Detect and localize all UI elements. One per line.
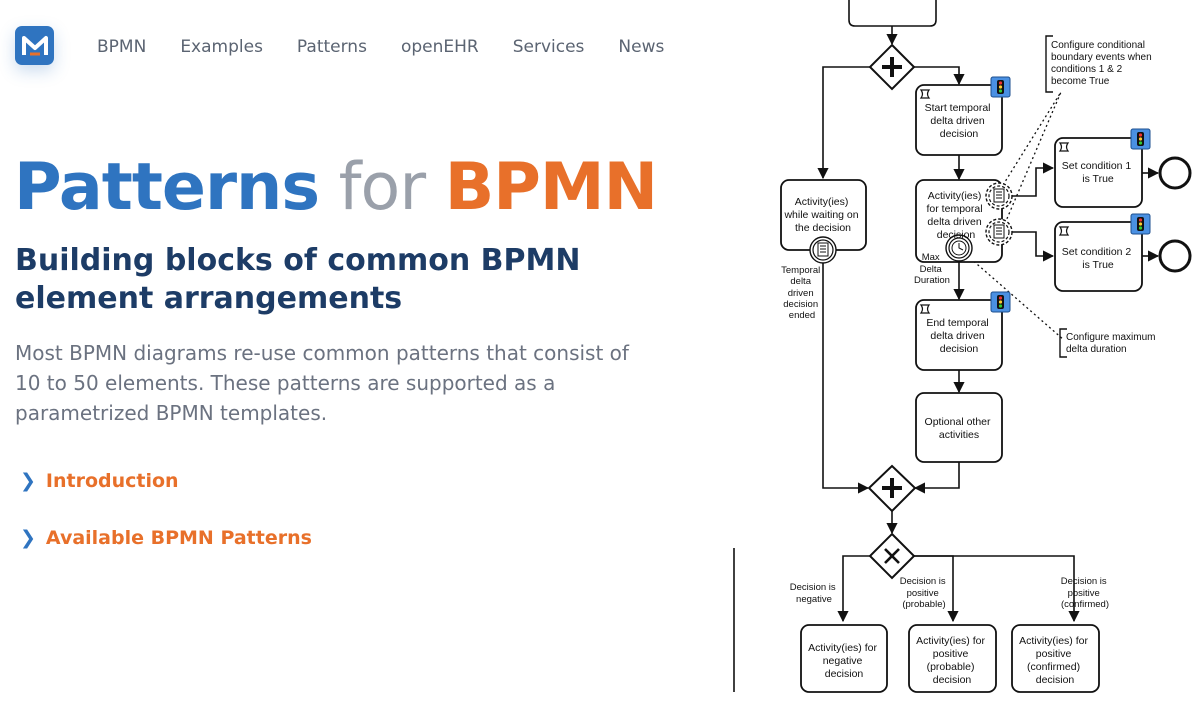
introduction-link-label: Introduction [45,470,179,492]
conditional-boundary-event [985,218,1013,246]
page-title: Patterns for BPMN [14,150,658,226]
title-for: for [319,150,445,225]
page-description: Most BPMN diagrams re-use common pattern… [15,341,629,425]
title-patterns: Patterns [14,150,320,225]
page-subtitle: Building blocks of common BPMN element a… [15,243,581,316]
task-set-condition-1: Set condition 1 is True [1062,160,1134,185]
conditional-boundary-event [985,182,1013,210]
script-task-icon [1058,142,1070,152]
label-decision-ended: Temporal delta driven decision ended [781,265,823,321]
task-confirmed-decision: Activity(ies) for positive (confirmed) d… [1019,635,1091,686]
task-temporal-activities: Activity(ies) for temporal delta driven … [927,190,986,241]
task-end-temporal: End temporal delta driven decision [926,317,991,355]
script-task-icon [919,89,931,99]
logo-m-icon [21,35,48,55]
nav-patterns[interactable]: Patterns [296,37,367,57]
traffic-light-icon [1130,128,1151,150]
parallel-gateway-split [868,43,916,91]
task-negative-decision: Activity(ies) for negative decision [808,642,880,680]
task-optional-activities: Optional other activities [925,416,994,441]
task-start-temporal: Start temporal delta driven decision [925,102,994,140]
task-probable-decision: Activity(ies) for positive (probable) de… [916,635,988,686]
timer-boundary-event [945,234,973,262]
nav-openehr[interactable]: openEHR [400,37,479,57]
chevron-right-icon: ❯ [20,527,36,549]
bpmn-pattern-diagram: Start temporal delta driven decision Act… [733,0,1192,693]
script-task-icon [919,304,931,314]
main-nav: BPMN Examples Patterns openEHR Services … [97,36,698,58]
label-decision-negative: Decision is negative [790,582,839,605]
available-patterns-link[interactable]: ❯ Available BPMN Patterns [20,527,312,549]
end-event [1158,239,1192,273]
label-decision-probable: Decision is positive (probable) [900,576,949,610]
label-max-delta-duration: Max Delta Duration [914,252,950,286]
traffic-light-icon [990,76,1011,98]
site-logo[interactable] [15,26,54,65]
exclusive-gateway [868,532,916,580]
traffic-light-icon [1130,213,1151,235]
label-decision-confirmed: Decision is positive (confirmed) [1061,576,1110,610]
nav-services[interactable]: Services [512,37,585,57]
task-waiting-activities: Activity(ies) while waiting on the decis… [783,196,861,234]
nav-examples[interactable]: Examples [180,37,263,57]
chevron-right-icon: ❯ [20,470,36,492]
nav-news[interactable]: News [618,37,665,57]
task-set-condition-2: Set condition 2 is True [1062,246,1134,271]
available-patterns-link-label: Available BPMN Patterns [45,527,312,549]
traffic-light-icon [990,291,1011,313]
conditional-intermediate-event [809,236,837,264]
annotation-boundary-events: Configure conditional boundary events wh… [1051,40,1154,87]
nav-bpmn[interactable]: BPMN [97,37,147,57]
introduction-link[interactable]: ❯ Introduction [20,470,179,492]
title-bpmn: BPMN [444,150,658,225]
parallel-gateway-join [867,464,917,513]
annotation-max-duration: Configure maximum delta duration [1066,332,1158,355]
script-task-icon [1058,226,1070,236]
end-event [1158,156,1192,190]
